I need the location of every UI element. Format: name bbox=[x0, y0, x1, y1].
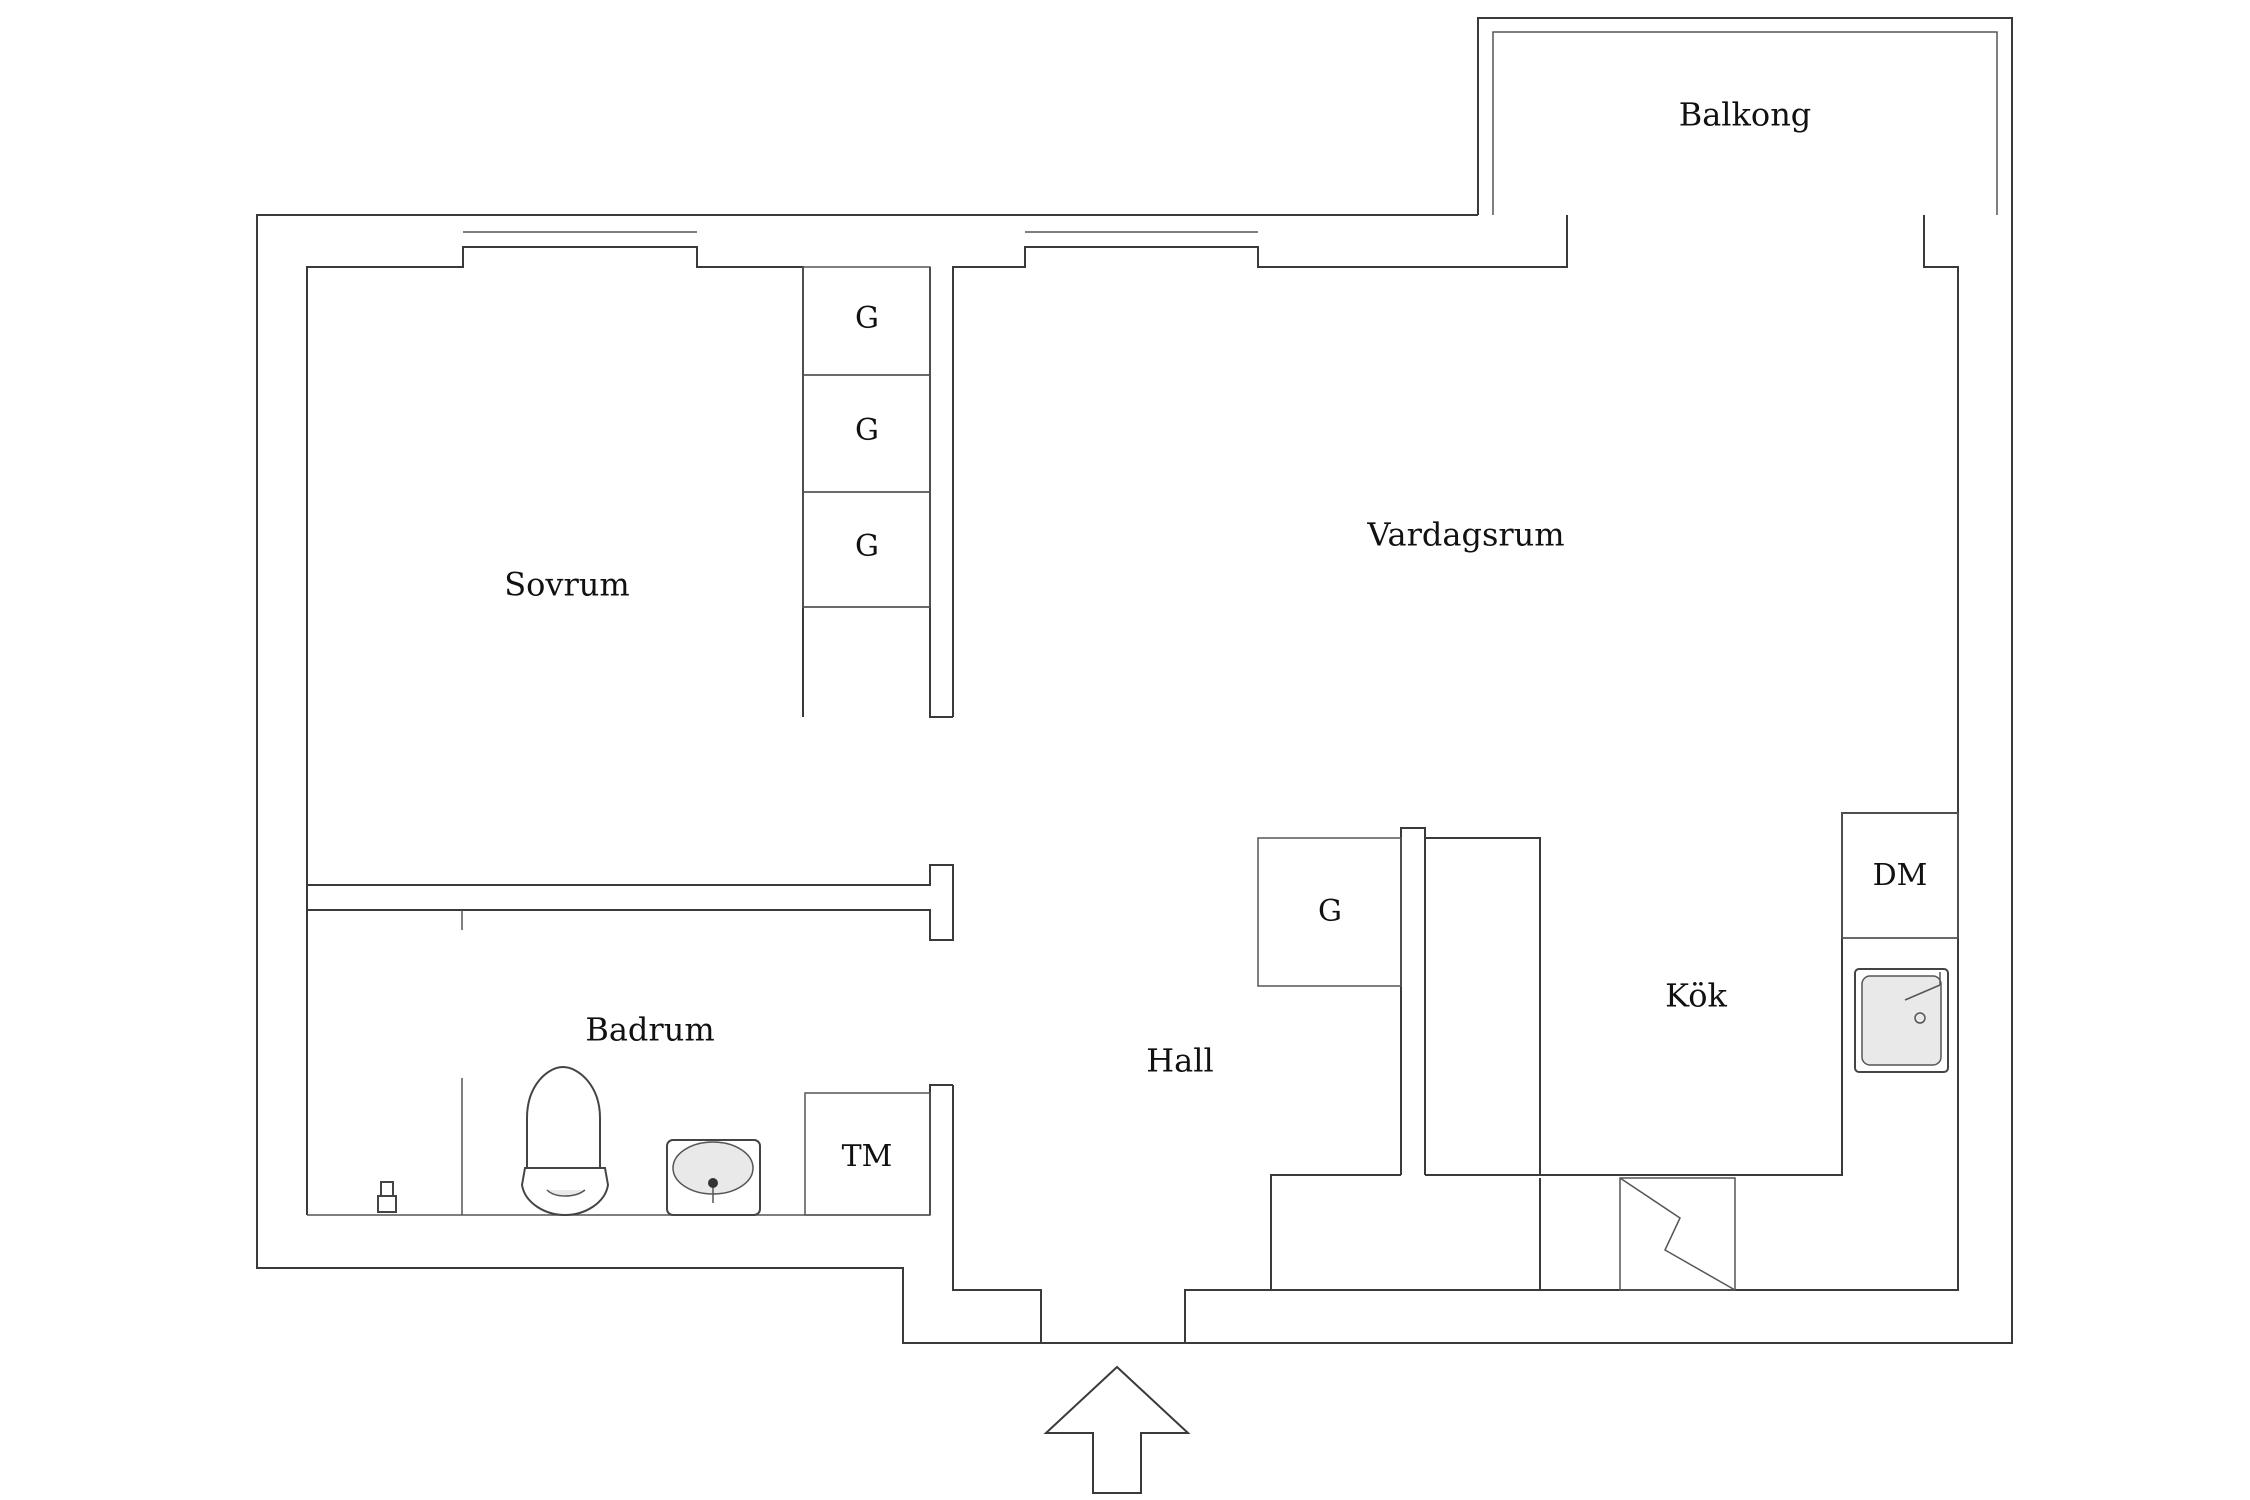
room-label-hall: Hall bbox=[1146, 1042, 1213, 1080]
kitchen-sink-icon bbox=[1854, 968, 1949, 1073]
toilet-icon bbox=[520, 1065, 610, 1217]
balcony bbox=[1477, 17, 2013, 215]
dishwasher bbox=[1841, 812, 1959, 939]
room-label-vardagsrum: Vardagsrum bbox=[1366, 516, 1564, 554]
wardrobes bbox=[802, 266, 1402, 987]
room-label-balkong: Balkong bbox=[1679, 96, 1812, 134]
wardrobe-label: G bbox=[855, 301, 879, 336]
electrical-cabinet-icon bbox=[1619, 1177, 1736, 1291]
washing-machine-label: TM bbox=[842, 1139, 893, 1174]
room-label-sovrum: Sovrum bbox=[504, 566, 630, 604]
wardrobe-label: G bbox=[1318, 894, 1342, 929]
washbasin-icon bbox=[666, 1139, 761, 1216]
wardrobe-label: G bbox=[855, 529, 879, 564]
floor-drain-icon bbox=[377, 1181, 397, 1213]
dishwasher-label: DM bbox=[1873, 858, 1928, 893]
entrance-arrow-icon bbox=[1043, 1365, 1191, 1494]
washing-machine bbox=[804, 1092, 931, 1216]
outer-walls bbox=[256, 214, 2013, 1344]
wardrobe-label: G bbox=[855, 413, 879, 448]
room-label-kok: Kök bbox=[1665, 977, 1727, 1015]
room-label-badrum: Badrum bbox=[585, 1011, 714, 1049]
